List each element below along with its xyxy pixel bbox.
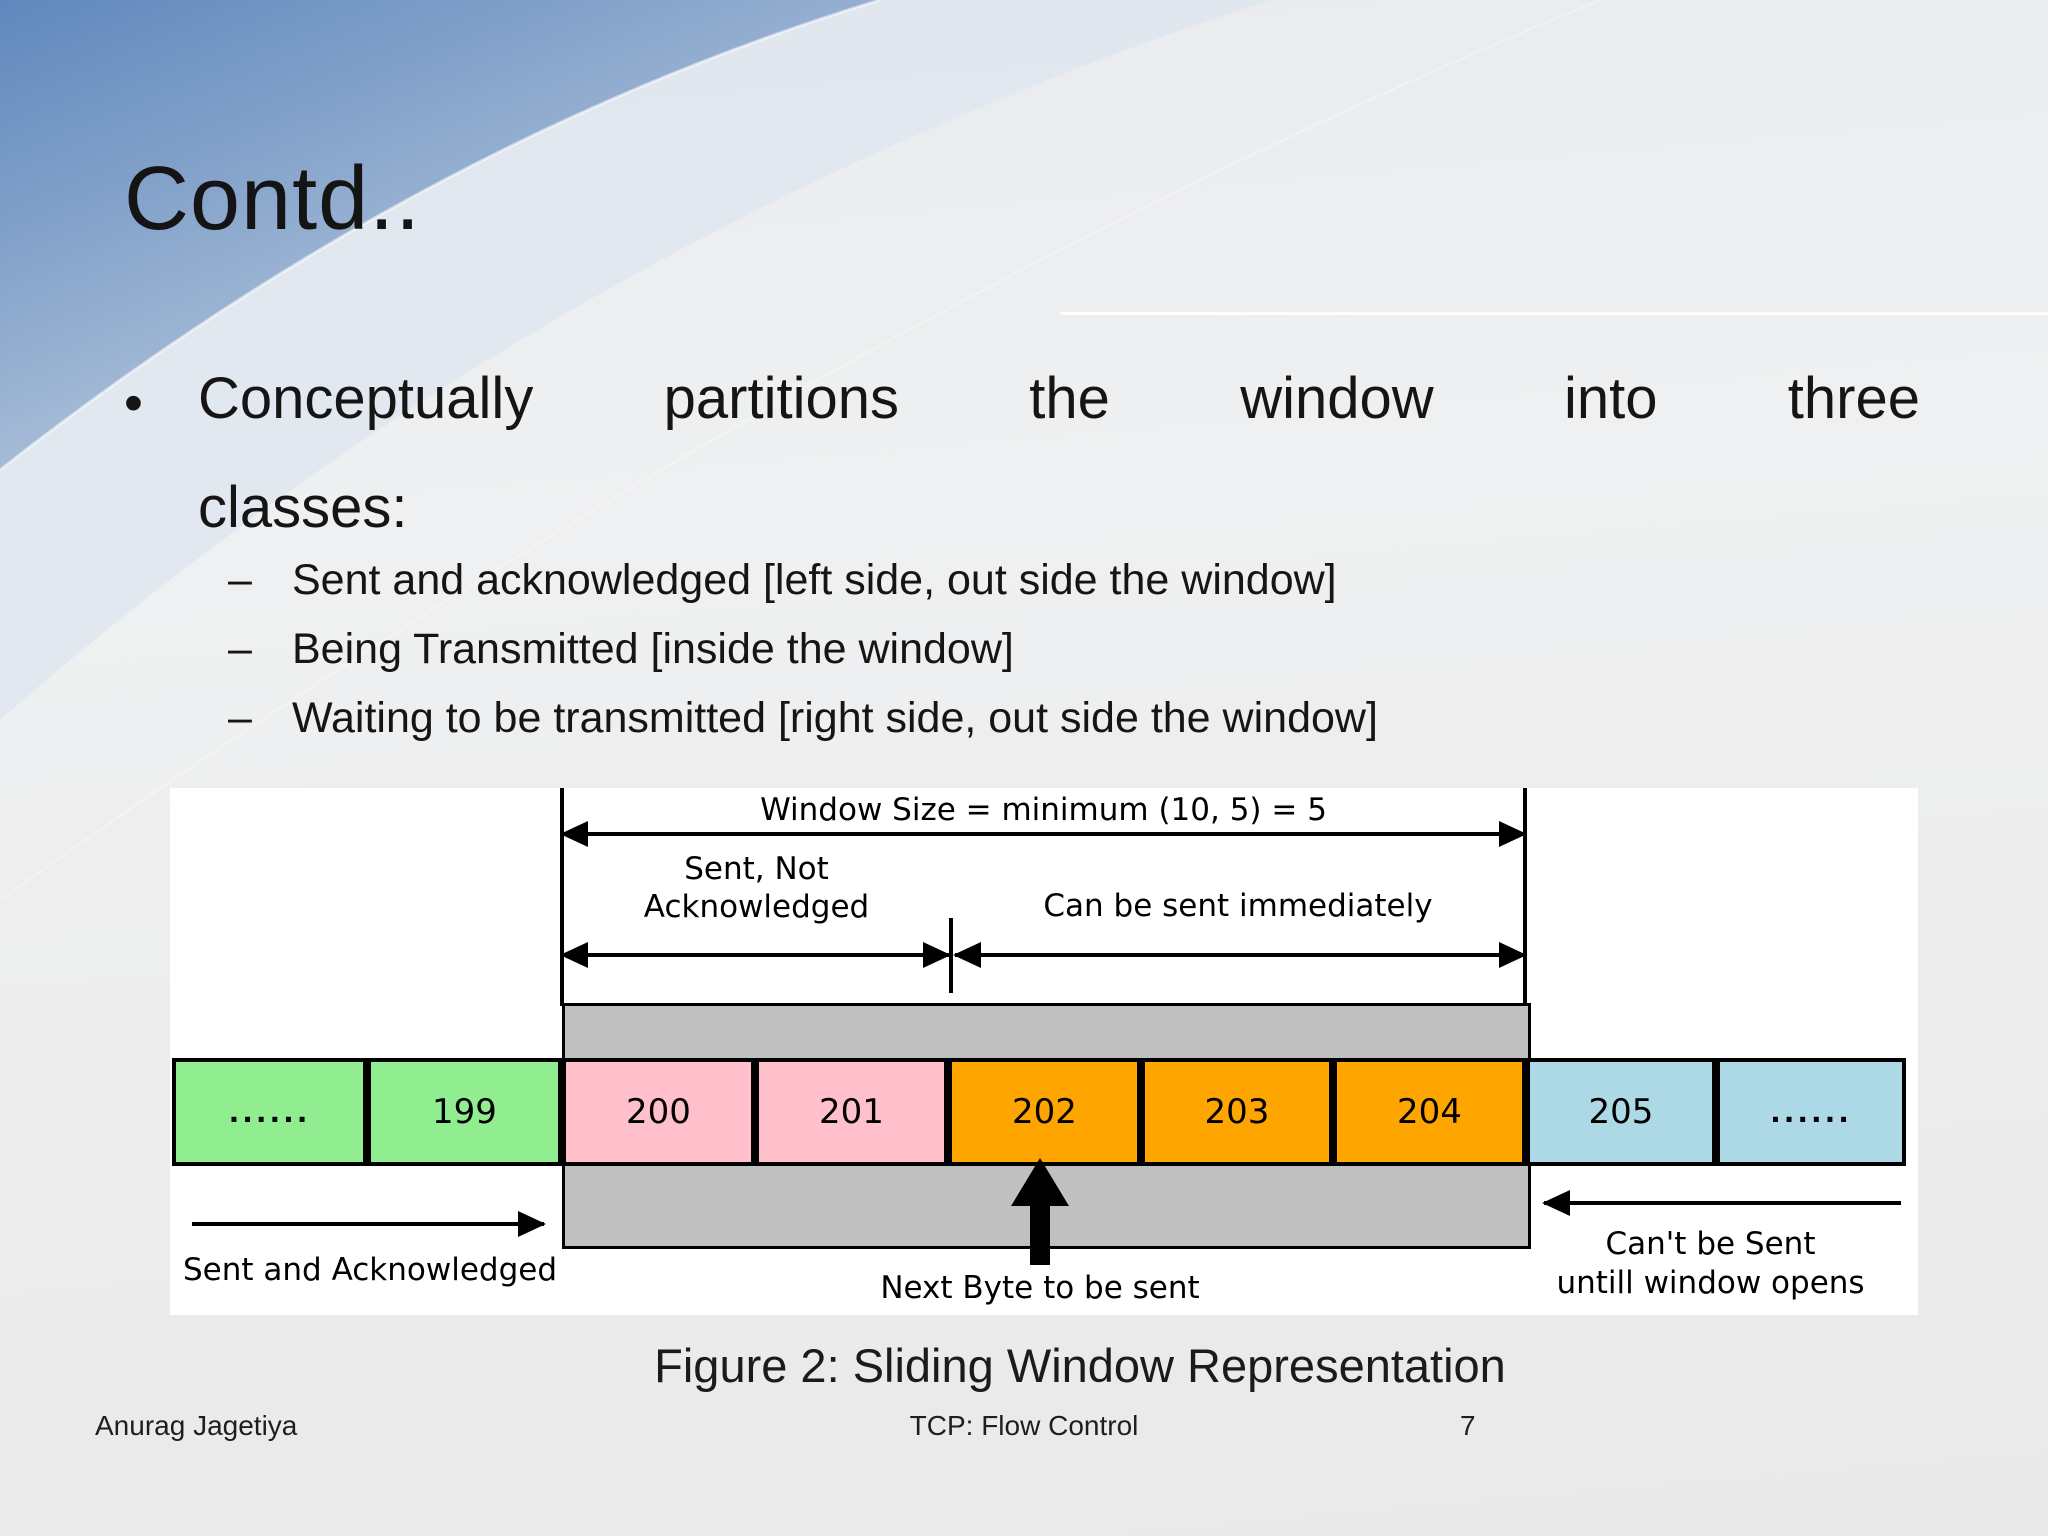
window-left-boundary-line — [560, 788, 564, 1006]
sub-bullet-text: Sent and acknowledged [left side, out si… — [292, 556, 1337, 604]
sub-bullet-waiting-transmit: – Waiting to be transmitted [right side,… — [228, 694, 1378, 743]
sub-bullet-dash: – — [228, 694, 252, 742]
sub-bullet-being-transmitted: – Being Transmitted [inside the window] — [228, 625, 1014, 674]
next-byte-arrow — [1011, 1158, 1069, 1206]
page-title: Contd.. — [124, 149, 422, 249]
sub-bullet-dash: – — [228, 556, 252, 604]
title-underline — [1060, 312, 2048, 315]
footer-author: Anurag Jagetiya — [95, 1410, 298, 1441]
sequence-box-next-dots: ...... — [1716, 1058, 1906, 1166]
window-right-boundary-line — [1523, 788, 1527, 1006]
sliding-window-diagram: Window Size = minimum (10, 5) = 5 Sent, … — [170, 788, 1918, 1315]
sequence-box-prev-dots: ...... — [172, 1058, 367, 1166]
sent-not-acked-label-line1: Sent, Not — [684, 851, 829, 887]
sequence-box-203: 203 — [1141, 1058, 1333, 1166]
sub-bullet-sent-acknowledged: – Sent and acknowledged [left side, out … — [228, 556, 1337, 605]
bullet-text-line-2: classes: — [198, 475, 408, 540]
sent-not-acked-label: Sent, Not Acknowledged — [562, 850, 951, 926]
swoosh-edge-line — [0, 0, 881, 472]
window-span-arrow — [562, 832, 1525, 836]
sent-not-acked-label-line2: Acknowledged — [643, 889, 870, 925]
window-size-label: Window Size = minimum (10, 5) = 5 — [760, 792, 1327, 828]
sequence-box-204: 204 — [1333, 1058, 1526, 1166]
sequence-box-200: 200 — [562, 1058, 755, 1166]
cant-send-label: Can't be Sent untill window opens — [1538, 1225, 1883, 1303]
swoosh-graphic — [0, 0, 1601, 901]
can-be-sent-span-arrow — [955, 953, 1525, 957]
sequence-box-row: ...... 199 200 201 202 203 204 205 .....… — [172, 1058, 1906, 1166]
cant-send-arrow — [1544, 1201, 1901, 1205]
sub-bullet-text: Waiting to be transmitted [right side, o… — [292, 694, 1378, 742]
sub-bullet-text: Being Transmitted [inside the window] — [292, 625, 1014, 673]
footer-course-title: TCP: Flow Control — [909, 1410, 1139, 1441]
swoosh-faint-arc — [0, 0, 1601, 901]
bullet-marker: • — [124, 373, 143, 433]
cant-send-label-line1: Can't be Sent — [1605, 1226, 1816, 1262]
next-byte-arrow-stem — [1030, 1201, 1050, 1265]
figure-caption: Figure 2: Sliding Window Representation — [654, 1339, 1506, 1392]
sent-acked-arrow — [192, 1222, 544, 1226]
sent-acked-label: Sent and Acknowledged — [183, 1252, 557, 1288]
can-be-sent-label: Can be sent immediately — [1043, 888, 1433, 924]
window-divider-line — [949, 918, 953, 993]
sent-not-acked-span-arrow — [562, 953, 949, 957]
sequence-box-199: 199 — [367, 1058, 562, 1166]
slide-number: 7 — [1460, 1410, 1476, 1441]
swoosh-main — [0, 0, 880, 470]
swoosh-halo — [0, 0, 1270, 720]
cant-send-label-line2: untill window opens — [1556, 1265, 1865, 1301]
sequence-box-202: 202 — [948, 1058, 1141, 1166]
bullet-text-line-1: Conceptually partitions the window into … — [198, 366, 1920, 431]
next-byte-label: Next Byte to be sent — [880, 1270, 1200, 1306]
sequence-box-205: 205 — [1526, 1058, 1716, 1166]
sub-bullet-dash: – — [228, 625, 252, 673]
sequence-box-201: 201 — [755, 1058, 948, 1166]
